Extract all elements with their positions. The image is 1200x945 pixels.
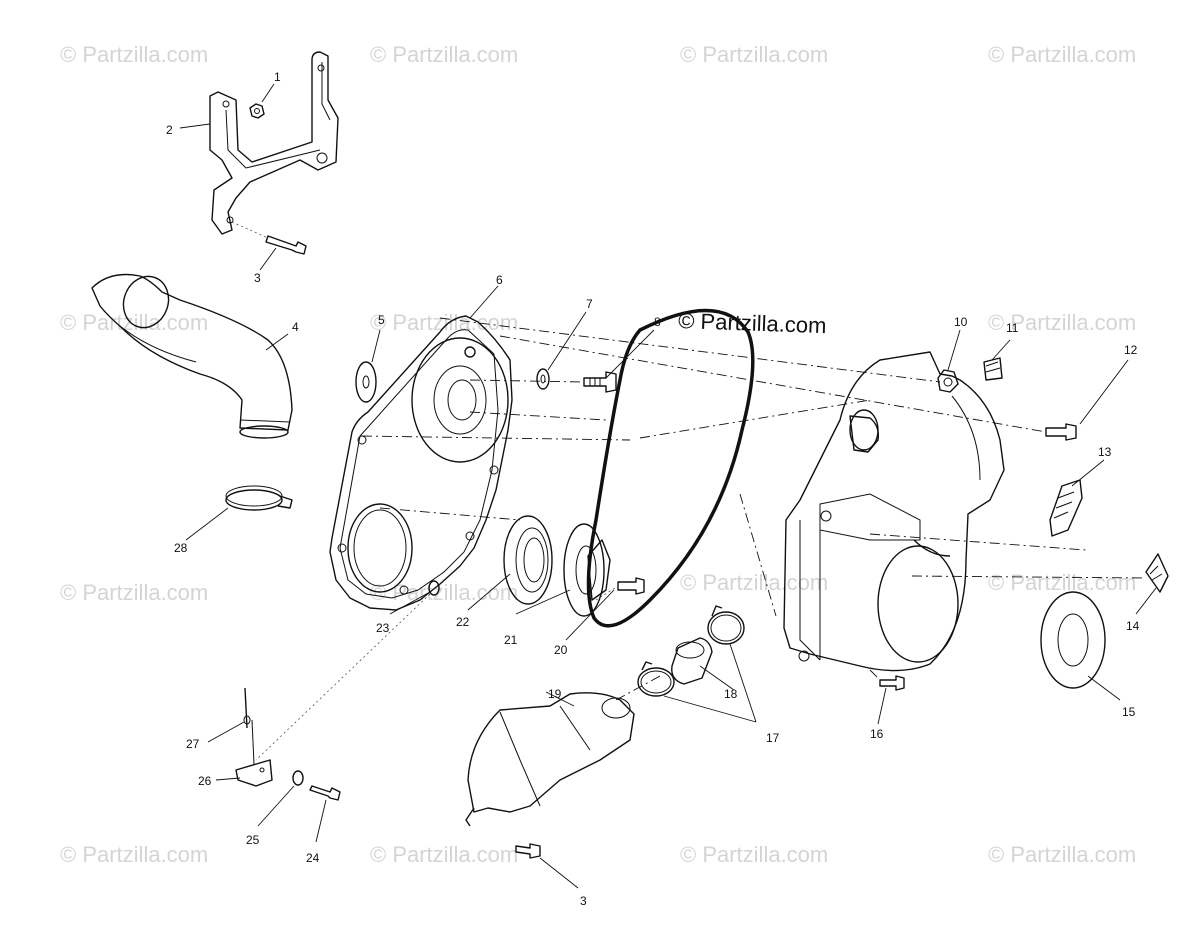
watermark: © Partzilla.com <box>370 310 518 335</box>
watermark: © Partzilla.com <box>680 42 828 67</box>
sensor-bracket-26 <box>235 719 273 787</box>
callout-5: 5 <box>378 313 385 327</box>
watermark: © Partzilla.com <box>370 42 518 67</box>
bolt-3-lower <box>515 843 541 859</box>
callout-4: 4 <box>292 320 299 334</box>
callout-labels: 1 2 3 4 5 6 7 8 10 11 12 13 14 15 16 17 … <box>166 70 1140 908</box>
watermark: © Partzilla.com <box>680 570 828 595</box>
watermark: © Partzilla.com <box>988 310 1136 335</box>
callout-11: 11 <box>1006 321 1019 335</box>
watermark: © Partzilla.com <box>60 310 208 335</box>
clamp-17-upper <box>707 605 745 645</box>
outer-cover <box>783 351 1005 672</box>
callout-12: 12 <box>1124 343 1138 357</box>
callout-6: 6 <box>496 273 503 287</box>
bolt-8 <box>583 371 617 393</box>
drive-belt <box>586 308 755 628</box>
callout-19: 19 <box>548 687 562 701</box>
air-duct-19 <box>465 692 635 827</box>
washer-7 <box>536 368 550 390</box>
callout-13: 13 <box>1098 445 1112 459</box>
callout-1: 1 <box>274 70 281 84</box>
callout-18: 18 <box>724 687 738 701</box>
callout-24: 24 <box>306 851 320 865</box>
watermark: © Partzilla.com <box>370 580 518 605</box>
bolt-24 <box>309 785 341 801</box>
washer-5 <box>355 361 377 403</box>
intake-hose <box>91 273 293 439</box>
screw-12 <box>1045 423 1077 441</box>
screw-16 <box>879 675 905 691</box>
watermark-layer: © Partzilla.com © Partzilla.com © Partzi… <box>60 42 1136 867</box>
callout-21: 21 <box>504 633 518 647</box>
callout-16: 16 <box>870 727 884 741</box>
washer-23 <box>428 580 440 596</box>
watermark: © Partzilla.com <box>60 42 208 67</box>
clamp-17-lower <box>637 661 675 697</box>
watermark: © Partzilla.com <box>60 580 208 605</box>
callout-14: 14 <box>1126 619 1140 633</box>
nut-1 <box>249 103 265 119</box>
seal-22 <box>503 515 553 605</box>
watermark: © Partzilla.com <box>988 42 1136 67</box>
callout-leaders <box>179 83 1157 889</box>
callout-26: 26 <box>198 774 212 788</box>
callout-7: 7 <box>586 297 593 311</box>
watermark-main: © Partzilla.com <box>678 308 827 338</box>
callout-3-lower: 3 <box>580 894 587 908</box>
screw-20 <box>617 577 645 595</box>
watermark: © Partzilla.com <box>60 842 208 867</box>
watermark: © Partzilla.com <box>370 842 518 867</box>
alignment-lines <box>255 317 1147 761</box>
callout-2: 2 <box>166 123 173 137</box>
washer-25 <box>292 770 304 786</box>
watermark: © Partzilla.com <box>988 570 1136 595</box>
watermark: © Partzilla.com <box>988 842 1136 867</box>
callout-20: 20 <box>554 643 568 657</box>
hose-clamp-28 <box>225 485 293 511</box>
stud-27 <box>243 687 251 729</box>
mounting-bracket <box>209 51 339 235</box>
callout-3-upper: 3 <box>254 271 261 285</box>
callout-8: 8 <box>654 315 661 329</box>
callout-10: 10 <box>954 315 968 329</box>
decal-13 <box>1049 479 1083 537</box>
decal-11 <box>983 357 1003 381</box>
inner-cover <box>329 315 513 611</box>
callout-28: 28 <box>174 541 188 555</box>
callout-25: 25 <box>246 833 260 847</box>
decal-14 <box>1145 553 1169 593</box>
callout-15: 15 <box>1122 705 1136 719</box>
callout-22: 22 <box>456 615 470 629</box>
watermark: © Partzilla.com <box>680 842 828 867</box>
callout-23: 23 <box>376 621 390 635</box>
gasket-15 <box>1040 591 1106 689</box>
callout-27: 27 <box>186 737 200 751</box>
flange-21 <box>563 523 611 617</box>
bolt-3-upper <box>231 221 307 255</box>
callout-17: 17 <box>766 731 780 745</box>
coupler-18 <box>671 637 713 685</box>
